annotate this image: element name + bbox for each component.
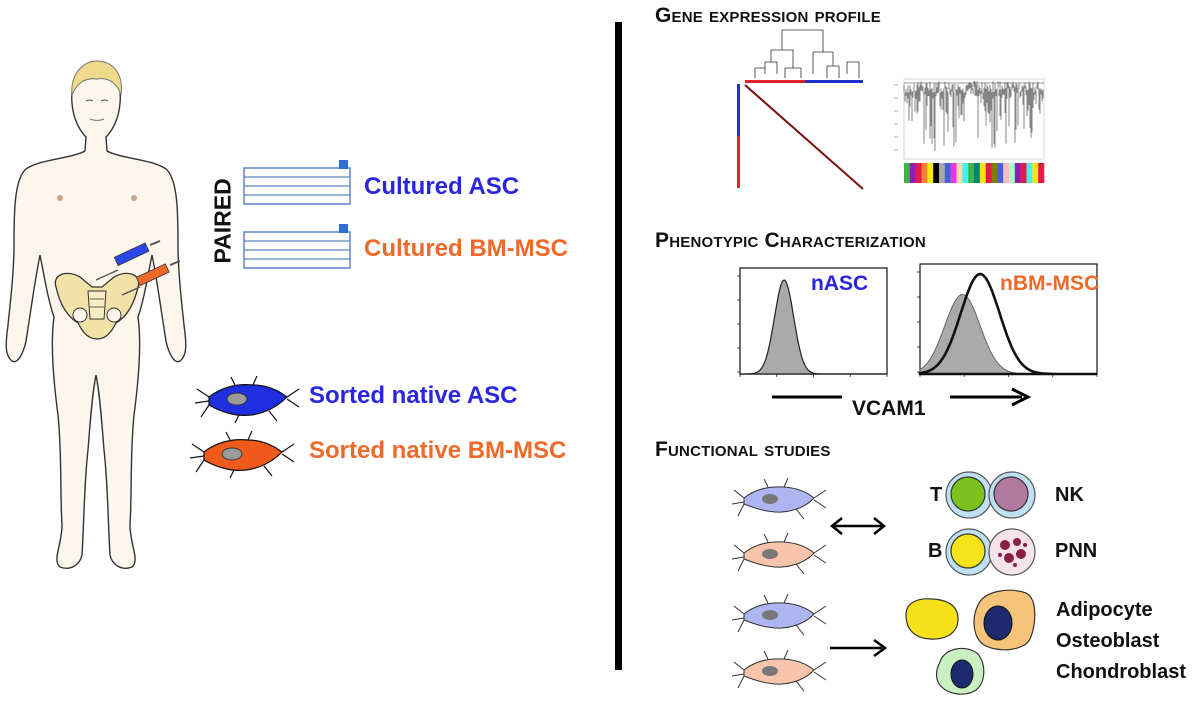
culture-flask-icon-bmmsc [243, 224, 351, 269]
nbmmsc-label: nBM-MSC [1000, 272, 1100, 295]
module-color-cell [956, 163, 963, 183]
culture-flask-icon-asc [243, 160, 351, 205]
module-color-cell [985, 163, 992, 183]
vcam1-axis-arrow [772, 387, 1032, 407]
module-color-cell [950, 163, 957, 183]
t-cell-label: T [930, 484, 943, 506]
module-color-cell [1032, 163, 1039, 183]
module-color-cell [1009, 163, 1016, 183]
module-color-cell [1003, 163, 1010, 183]
group-bar-left-red [737, 136, 740, 188]
correlation-heatmap [737, 29, 864, 190]
module-color-cell [944, 163, 951, 183]
module-color-cell [1020, 163, 1027, 183]
module-color-cell [974, 163, 981, 183]
cultured-bmmsc-label: Cultured BM-MSC [364, 235, 568, 262]
heatmap-dendrogram [754, 29, 860, 78]
bmmsc-cell-small-icon-2 [732, 650, 827, 692]
module-color-cell [904, 163, 911, 183]
histogram-nasc [737, 267, 888, 377]
module-color-cell [962, 163, 969, 183]
isotype-control-curve [740, 279, 887, 375]
group-bar-top-blue [805, 80, 863, 83]
vcam1-axis-label: VCAM1 [852, 397, 926, 420]
heatmap-diagonal [744, 84, 864, 190]
nk-cell-label: NK [1055, 484, 1084, 506]
gene-module-dendrogram [894, 78, 1045, 183]
dendrogram-frame [903, 78, 1045, 160]
differentiation-label-osteoblast: Osteoblast [1056, 630, 1160, 652]
paired-label: PAIRED [209, 178, 236, 264]
bidirectional-arrow-icon [829, 517, 887, 535]
panel-divider [615, 22, 622, 670]
sorted-native-bmmsc-label: Sorted native BM-MSC [309, 437, 567, 464]
asc-cell-small-icon-2 [732, 594, 827, 636]
differentiation-arrow-icon [830, 638, 888, 658]
phenotypic-title: Phenotypic Characterization [655, 229, 926, 252]
module-color-cell [1038, 163, 1045, 183]
module-color-cell [921, 163, 928, 183]
syringe-blue-icon [95, 240, 161, 281]
differentiation-label-adipocyte: Adipocyte [1056, 599, 1153, 621]
b-cell-label: B [928, 540, 943, 562]
nk-cell-icon [988, 471, 1036, 519]
module-color-cell [1014, 163, 1021, 183]
group-bar-left-blue [737, 84, 740, 136]
pelvis-illustration [54, 272, 140, 340]
module-color-cell [979, 163, 986, 183]
module-color-cell [909, 163, 916, 183]
t-cell-icon [945, 471, 993, 519]
cultured-asc-label: Cultured ASC [364, 173, 520, 200]
histogram-nbmmsc [917, 263, 1098, 377]
module-color-cell [927, 163, 934, 183]
native-bmmsc-cell-icon [190, 430, 295, 479]
histogram-frame [739, 267, 888, 375]
module-color-cell [933, 163, 940, 183]
bmmsc-cell-small-icon-1 [732, 533, 827, 575]
osteoblast-icon [973, 589, 1036, 651]
vcam1-stain-curve [918, 272, 1097, 376]
human-body-illustration [5, 60, 187, 569]
module-color-cell [991, 163, 998, 183]
module-color-cell [997, 163, 1004, 183]
group-bar-top-red [745, 80, 805, 83]
pnn-cell-label: PNN [1055, 540, 1098, 562]
module-color-cell [968, 163, 975, 183]
module-color-cell [1026, 163, 1033, 183]
b-cell-icon [945, 528, 993, 576]
functional-title: Functional studies [655, 438, 831, 461]
pnn-cell-icon [988, 528, 1036, 576]
adipocyte-icon [905, 598, 959, 640]
asc-cell-small-icon-1 [732, 478, 827, 520]
module-color-cell [939, 163, 946, 183]
module-color-cell [915, 163, 922, 183]
native-asc-cell-icon [195, 375, 300, 424]
sorted-native-asc-label: Sorted native ASC [309, 382, 518, 409]
hair [71, 60, 122, 96]
syringe-orange-icon [121, 260, 181, 296]
chondroblast-icon [935, 647, 985, 695]
differentiation-label-chondroblast: Chondroblast [1056, 661, 1186, 683]
nasc-label: nASC [811, 272, 869, 295]
gene-expression-title: Gene expression profile [655, 4, 881, 27]
